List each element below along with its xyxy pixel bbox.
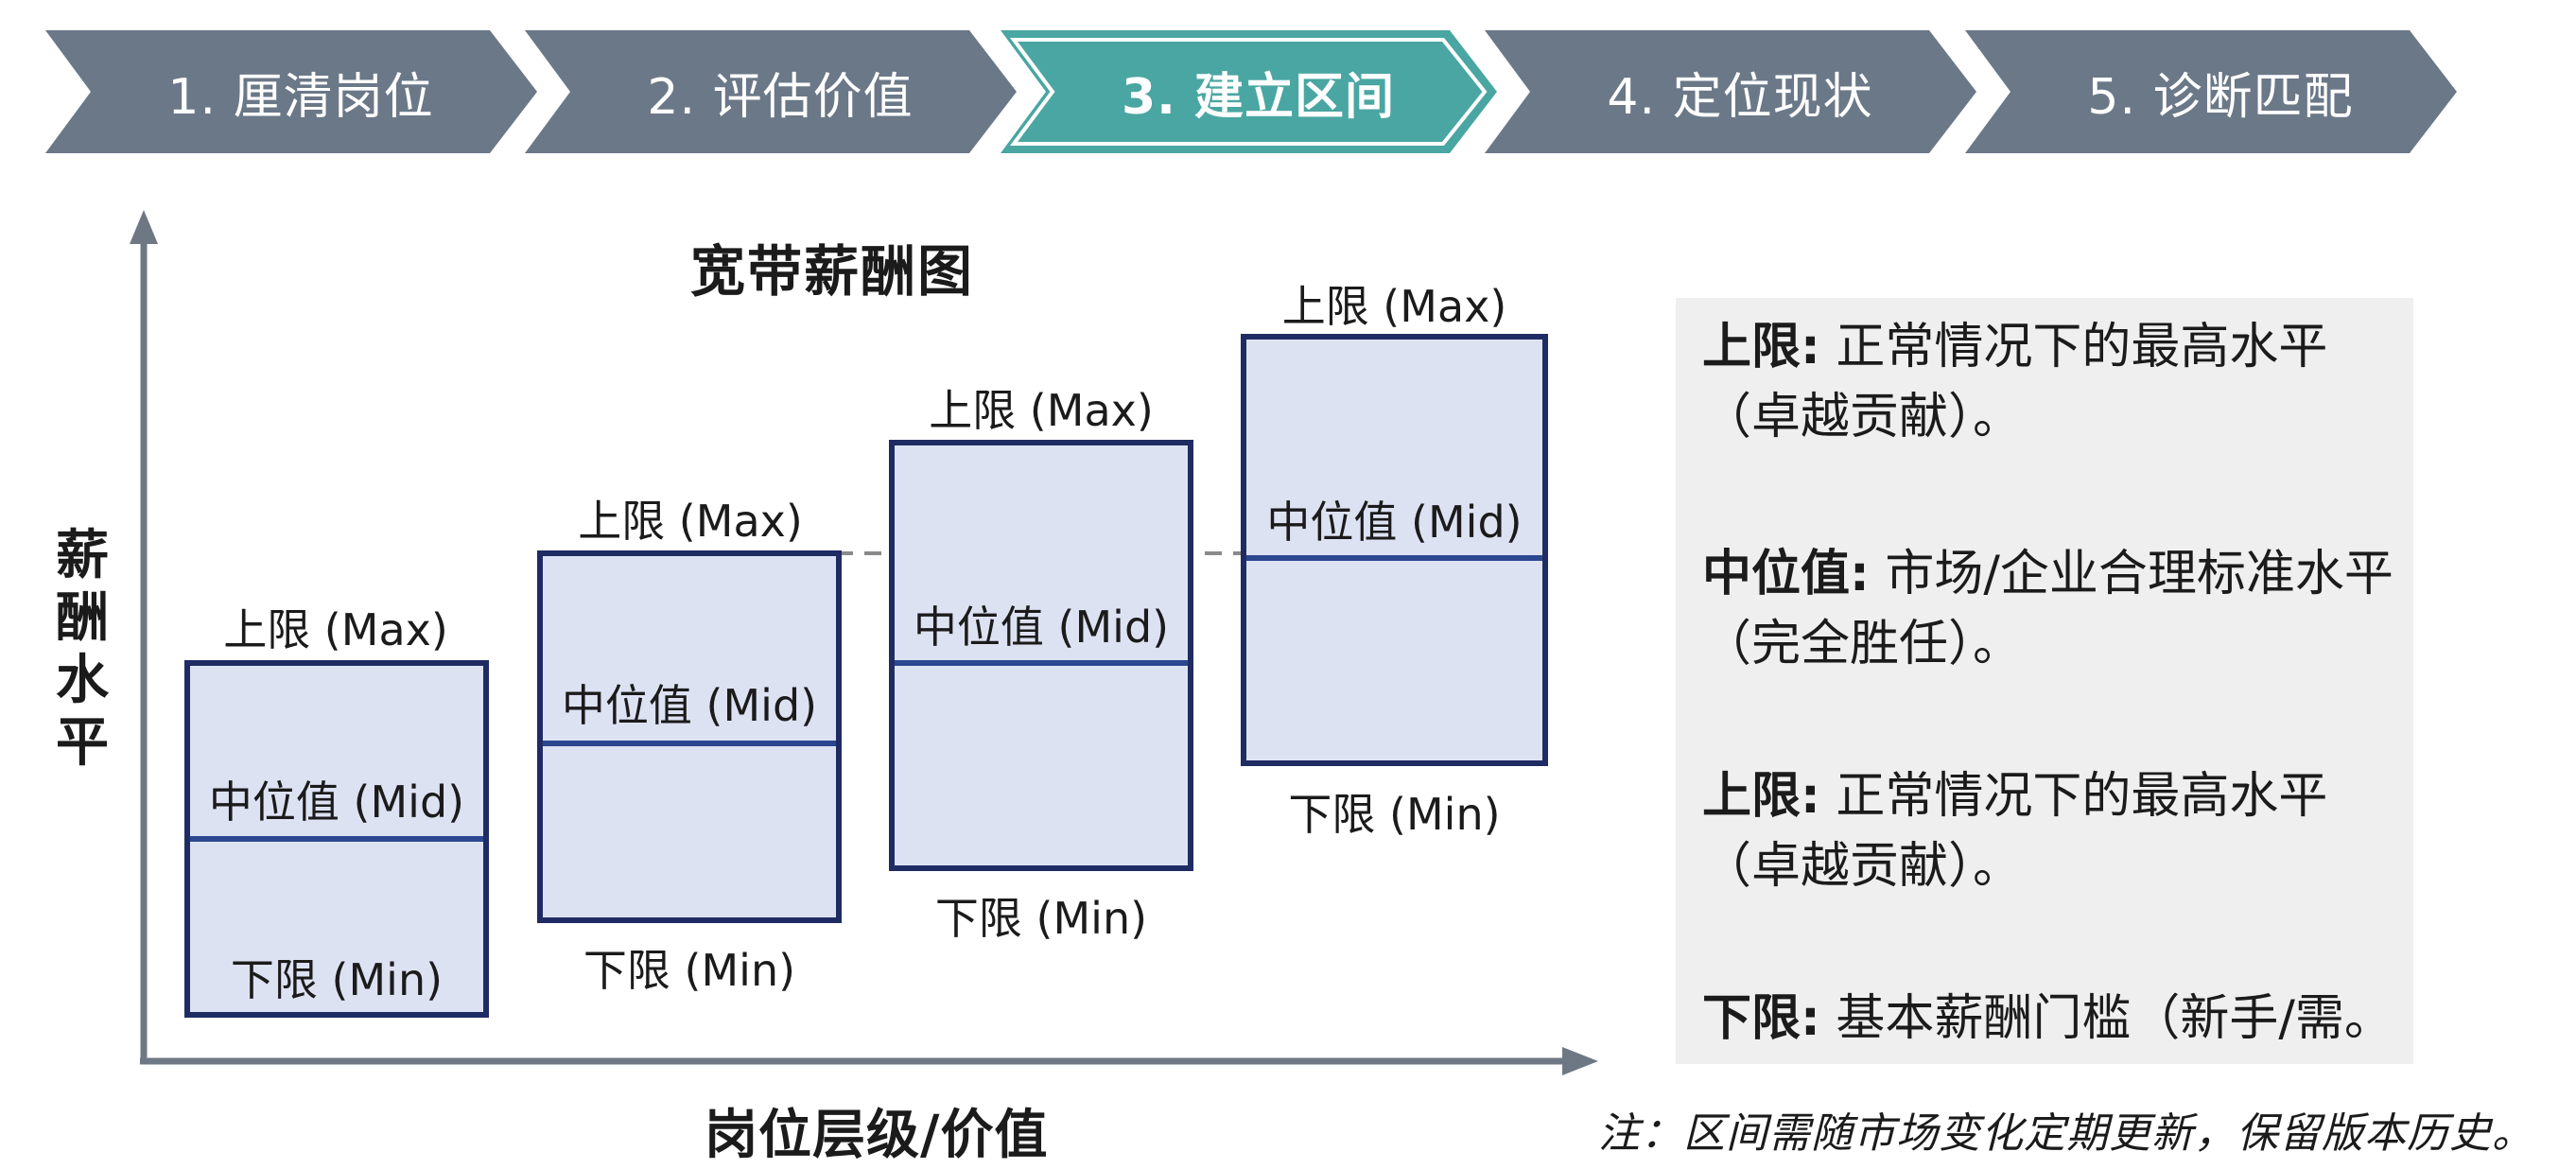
footnote: 注：区间需随市场变化定期更新，保留版本历史。 (1598, 1109, 2534, 1158)
band-1-mid-line (190, 836, 483, 842)
legend-term: 上限: (1702, 768, 1820, 825)
step-1[interactable]: 1. 厘清岗位 (45, 30, 537, 153)
legend-item-max-repeat: 上限: 正常情况下的最高水平（卓越贡献）。 (1702, 761, 2402, 901)
band-1-mid-label: 中位值 (Mid) (208, 776, 465, 828)
band-3-min-label: 下限 (Min) (934, 893, 1148, 944)
band-3-max-label: 上限 (Max) (929, 385, 1154, 436)
step-1-label: 1. 厘清岗位 (167, 68, 434, 126)
step-2-label: 2. 评估价值 (647, 68, 914, 126)
band-2-min-label: 下限 (Min) (583, 945, 796, 996)
band-3-box (889, 440, 1193, 871)
step-2[interactable]: 2. 评估价值 (525, 30, 1017, 153)
band-4-max-label: 上限 (Max) (1281, 281, 1507, 332)
step-3-label: 3. 建立区间 (1121, 68, 1396, 126)
band-1-box (184, 660, 489, 1018)
band-4-min-label: 下限 (Min) (1288, 789, 1501, 840)
legend-term: 下限: (1702, 990, 1820, 1047)
band-2-mid-label: 中位值 (Mid) (561, 680, 818, 731)
band-1-min-label: 下限 (Min) (230, 954, 444, 1005)
step-2-chevron-shape (525, 30, 1017, 153)
x-axis-arrow-icon (1562, 1047, 1598, 1075)
band-4-mid-line (1246, 555, 1542, 561)
step-5-chevron-shape (1965, 30, 2457, 153)
y-axis-title: 薪酬水平 (56, 525, 109, 774)
step-4-label: 4. 定位现状 (1607, 68, 1873, 126)
band-3-mid-label: 中位值 (Mid) (913, 602, 1170, 653)
diagram-title: 宽带薪酬图 (690, 239, 975, 304)
legend-item-min: 下限: 基本薪酬门槛（新手/需。 (1702, 984, 2402, 1054)
step-3-chevron-shape (1001, 30, 1497, 153)
legend-item-max: 上限: 正常情况下的最高水平（卓越贡献）。 (1702, 312, 2402, 452)
legend-term: 中位值: (1702, 546, 1870, 602)
step-4[interactable]: 4. 定位现状 (1485, 30, 1976, 153)
legend-term: 上限: (1702, 319, 1820, 375)
legend-panel: 上限: 正常情况下的最高水平（卓越贡献）。 中位值: 市场/企业合理标准水平（完… (1676, 298, 2413, 1064)
band-2-mid-line (543, 741, 836, 746)
legend-desc: 正常情况下的最高水平（卓越贡献）。 (1702, 768, 2328, 895)
band-4-box (1241, 334, 1548, 766)
legend-desc: 基本薪酬门槛（新手/需。 (1836, 990, 2393, 1047)
x-axis-title: 岗位层级/价值 (705, 1105, 1049, 1166)
step-1-chevron-shape (45, 30, 537, 153)
y-axis-arrow-icon (130, 210, 158, 244)
legend-desc: 市场/企业合理标准水平（完全胜任）。 (1702, 546, 2393, 672)
legend-desc: 正常情况下的最高水平（卓越贡献）。 (1702, 319, 2328, 445)
band-1-max-label: 上限 (Max) (223, 604, 448, 655)
band-2-box (537, 550, 842, 923)
step-3-active[interactable]: 3. 建立区间 (1001, 30, 1497, 153)
band-2-max-label: 上限 (Max) (578, 496, 803, 547)
step-4-chevron-shape (1485, 30, 1976, 153)
step-5-label: 5. 诊断匹配 (2087, 68, 2354, 126)
step-5[interactable]: 5. 诊断匹配 (1965, 30, 2457, 153)
band-3-mid-line (895, 660, 1188, 666)
band-4-mid-label: 中位值 (Mid) (1266, 497, 1523, 548)
process-steps: 1. 厘清岗位 2. 评估价值 3. 建立区间 4. 定位现状 5. 诊断匹配 (0, 0, 2576, 170)
legend-item-mid: 中位值: 市场/企业合理标准水平（完全胜任）。 (1702, 539, 2402, 679)
